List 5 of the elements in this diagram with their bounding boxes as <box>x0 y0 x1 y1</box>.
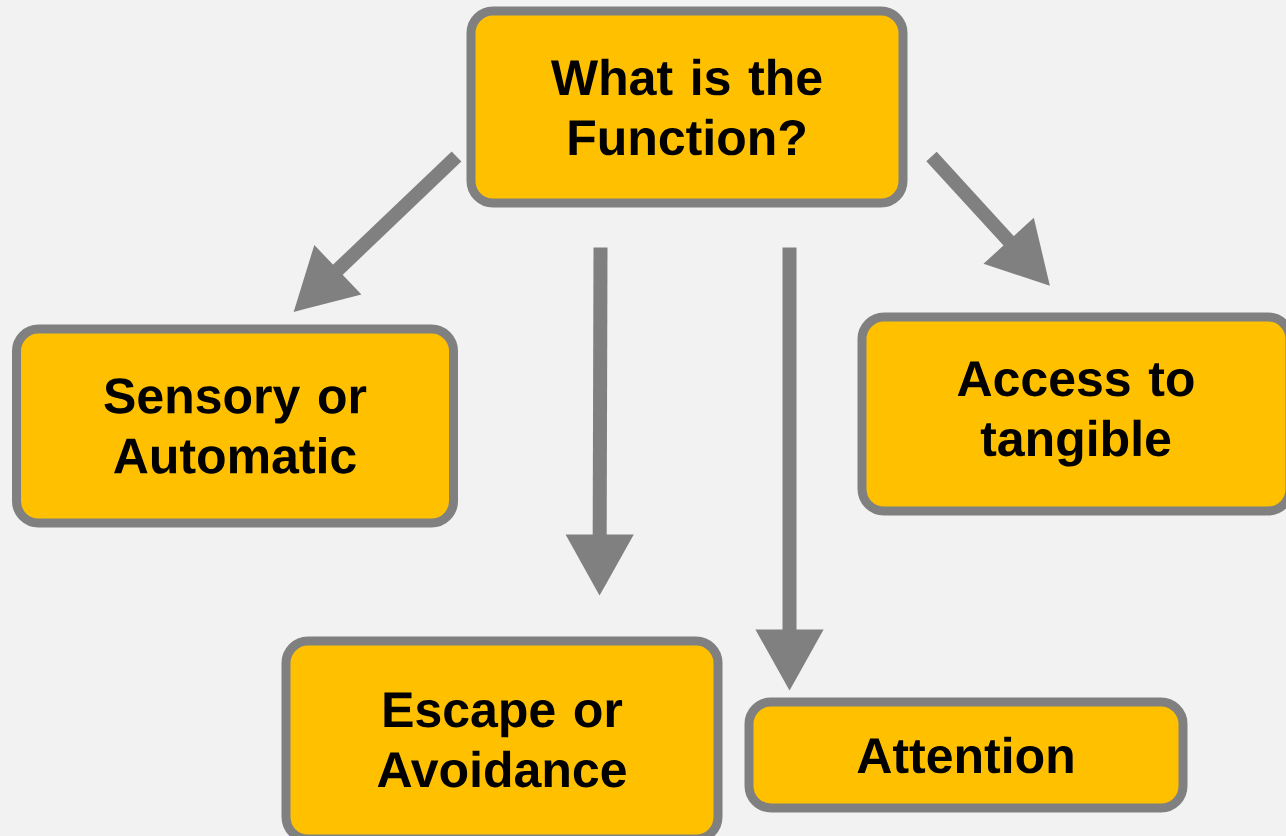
process-box: Access to tangible <box>857 312 1286 516</box>
process-box: Sensory or Automatic <box>12 324 458 528</box>
process-box: Attention <box>744 697 1188 813</box>
process-box: What is the Function? <box>466 6 908 208</box>
process-box: Escape or Avoidance <box>281 636 723 836</box>
